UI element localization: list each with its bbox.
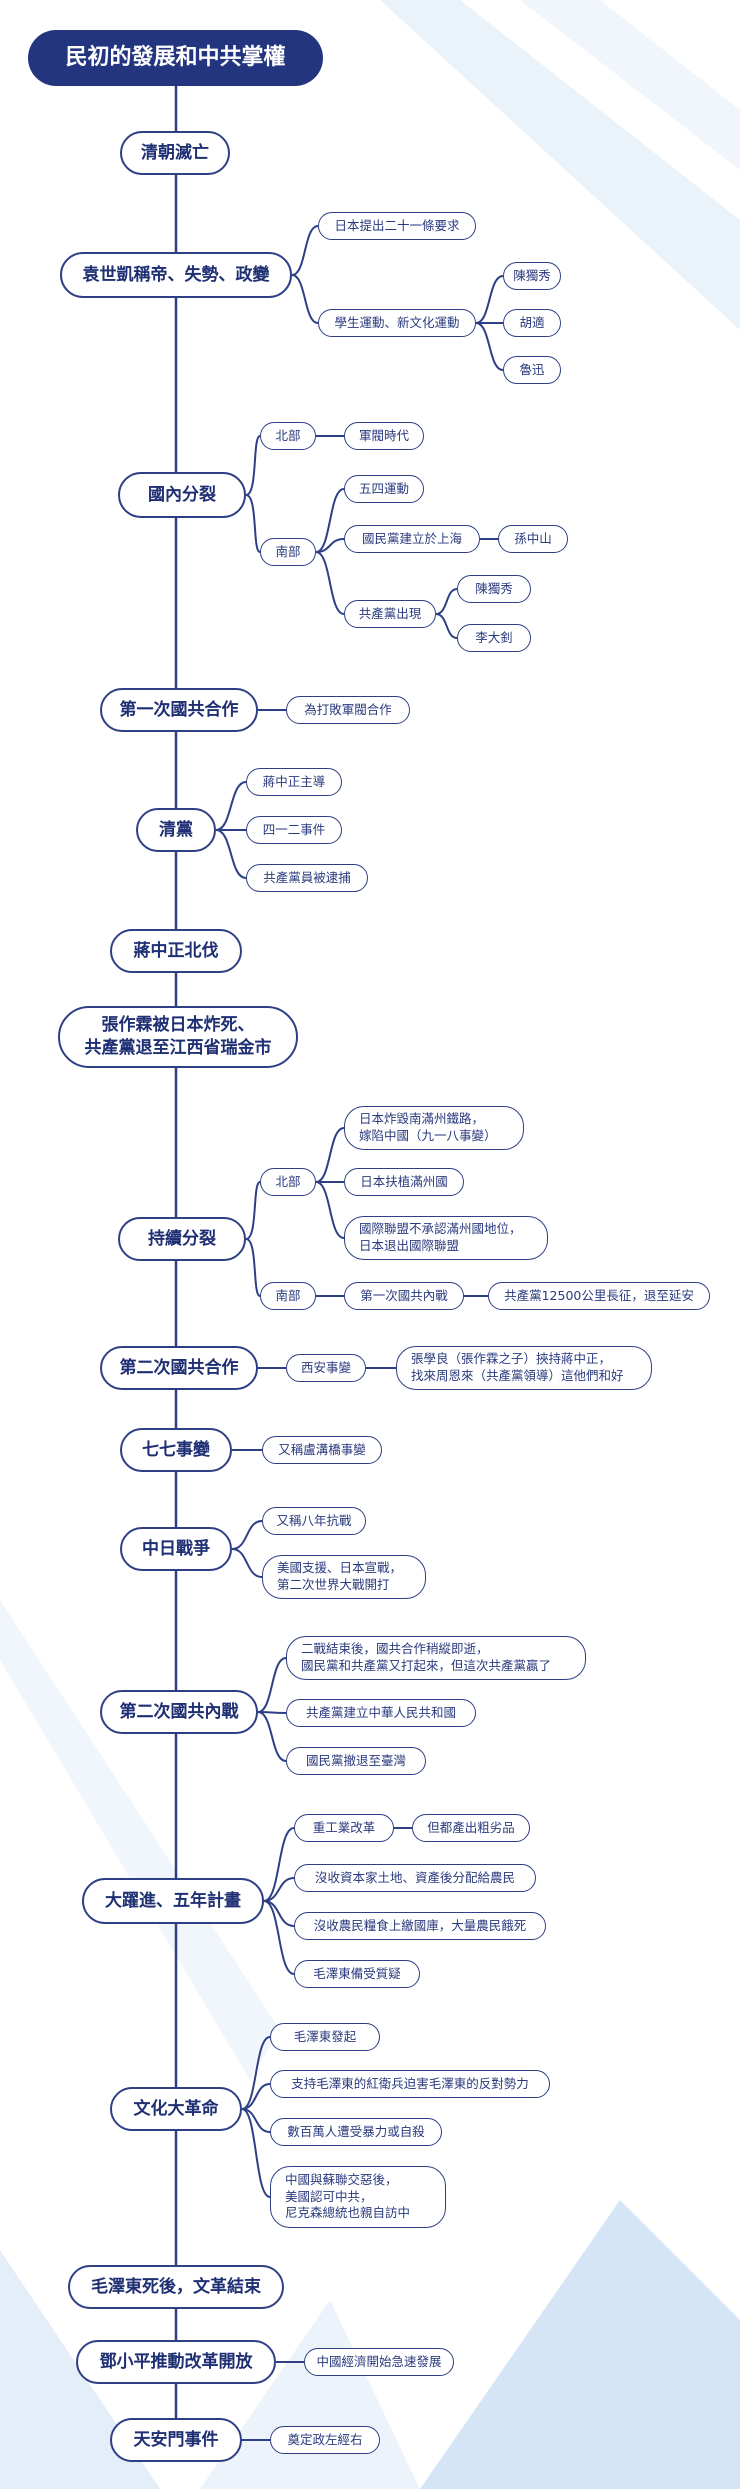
sub-topic-n2b2: 國民黨建立於上海 [344, 525, 480, 553]
sub-topic-n11b: 共產黨建立中華人民共和國 [286, 1699, 476, 1727]
connector-n7b [245, 1238, 261, 1297]
sub-topic-n13a: 毛澤東發起 [270, 2023, 380, 2051]
connector-n2b3 [315, 551, 345, 615]
sub-topic-n3a: 為打敗軍閥合作 [286, 696, 410, 724]
connector-n13a [241, 2036, 271, 2110]
connector-n2a [245, 435, 261, 496]
sub-topic-n2b: 南部 [260, 538, 316, 566]
main-topic-n7: 持續分裂 [118, 1217, 246, 1261]
connector-n1b3 [475, 322, 504, 371]
sub-topic-n12b: 沒收資本家土地、資產後分配給農民 [294, 1864, 536, 1892]
sub-topic-n15a: 中國經濟開始急速發展 [304, 2348, 454, 2376]
connector-n13b [241, 2083, 271, 2110]
connector-n2b3a [435, 588, 458, 615]
connector-n12a [263, 1827, 295, 1902]
sub-topic-n2b2a: 孫中山 [498, 525, 568, 553]
sub-topic-n1b2: 胡適 [503, 309, 561, 337]
sub-topic-n13c: 數百萬人遭受暴力或自殺 [270, 2118, 442, 2146]
sub-topic-n11c: 國民黨撤退至臺灣 [286, 1747, 426, 1775]
sub-topic-n16a: 奠定政左經右 [270, 2426, 380, 2454]
sub-topic-n12d: 毛澤東備受質疑 [294, 1960, 420, 1988]
sub-topic-n13d: 中國與蘇聯交惡後， 美國認可中共， 尼克森總統也親自訪中 [270, 2166, 446, 2228]
sub-topic-n1a: 日本提出二十一條要求 [318, 212, 476, 240]
connector-n12d [263, 1900, 295, 1975]
main-topic-n2: 國內分裂 [118, 472, 246, 518]
sub-topic-n10b: 美國支援、日本宣戰， 第二次世界大戰開打 [262, 1555, 426, 1599]
sub-topic-n2b1: 五四運動 [344, 475, 424, 503]
sub-topic-n1b3: 魯迅 [503, 356, 561, 384]
main-topic-n6: 張作霖被日本炸死、 共產黨退至江西省瑞金市 [58, 1006, 298, 1068]
main-topic-n0: 清朝滅亡 [120, 131, 230, 175]
connector-n4a [215, 781, 247, 831]
sub-topic-n7a: 北部 [260, 1168, 316, 1196]
connector-n10a [231, 1520, 263, 1550]
connector-n2b2 [315, 538, 345, 553]
connector-n13d [241, 2108, 271, 2198]
sub-topic-n2b3a: 陳獨秀 [457, 575, 531, 603]
connector-n11a [257, 1657, 287, 1713]
main-topic-n5: 蔣中正北伐 [110, 929, 242, 973]
sub-topic-n4b: 四一二事件 [246, 816, 342, 844]
main-topic-n15: 鄧小平推動改革開放 [76, 2340, 276, 2384]
main-topic-n10: 中日戰爭 [120, 1527, 232, 1571]
main-topic-n3: 第一次國共合作 [100, 688, 258, 732]
sub-topic-n2b3: 共產黨出現 [344, 600, 436, 628]
connector-n12c [263, 1900, 295, 1927]
sub-topic-n12a1: 但都產出粗劣品 [412, 1814, 530, 1842]
connector-n2b3b [435, 613, 458, 639]
connector-n1b [291, 274, 319, 324]
sub-topic-n7a1: 日本炸毀南滿州鐵路， 嫁陷中國（九一八事變） [344, 1106, 524, 1150]
sub-topic-n8a1: 張學良（張作霖之子）挾持蔣中正， 找來周恩來（共產黨領導）這他們和好 [396, 1346, 652, 1390]
map-title: 民初的發展和中共掌權 [28, 30, 323, 86]
connector-n7a [245, 1181, 261, 1240]
main-topic-n1: 袁世凱稱帝、失勢、政變 [60, 252, 292, 298]
sub-topic-n7b1a: 共產黨12500公里長征，退至延安 [488, 1282, 710, 1310]
sub-topic-n11a: 二戰結束後，國共合作稍縱即逝， 國民黨和共產黨又打起來，但這次共產黨贏了 [286, 1636, 586, 1680]
main-topic-n14: 毛澤東死後，文革結束 [68, 2265, 284, 2309]
sub-topic-n7b: 南部 [260, 1282, 316, 1310]
connector-n7a3 [315, 1181, 345, 1239]
sub-topic-n1b: 學生運動、新文化運動 [318, 309, 476, 337]
connector-n4c [215, 829, 247, 879]
sub-topic-n1b1: 陳獨秀 [503, 262, 561, 290]
sub-topic-n2a1: 軍閥時代 [344, 422, 424, 450]
main-topic-n9: 七七事變 [120, 1428, 232, 1472]
sub-topic-n8a: 西安事變 [286, 1354, 366, 1382]
sub-topic-n13b: 支持毛澤東的紅衛兵迫害毛澤東的反對勢力 [270, 2070, 550, 2098]
sub-topic-n2b3b: 李大釗 [457, 624, 531, 652]
sub-topic-n12a: 重工業改革 [294, 1814, 394, 1842]
connector-n1a [291, 225, 319, 276]
connector-n12b [263, 1877, 295, 1902]
main-topic-n8: 第二次國共合作 [100, 1346, 258, 1390]
sub-topic-n4c: 共產黨員被逮捕 [246, 864, 368, 892]
connector-n7a1 [315, 1127, 345, 1183]
main-topic-n13: 文化大革命 [110, 2087, 242, 2131]
sub-topic-n10a: 又稱八年抗戰 [262, 1507, 366, 1535]
connector-n2b [245, 494, 261, 553]
sub-topic-n7a2: 日本扶植滿州國 [344, 1168, 464, 1196]
sub-topic-n7b1: 第一次國共內戰 [344, 1282, 464, 1310]
connector-n1b1 [475, 275, 504, 324]
connector-n2b1 [315, 488, 345, 553]
sub-topic-n9a: 又稱盧溝橋事變 [262, 1436, 382, 1464]
sub-topic-n12c: 沒收農民糧食上繳國庫，大量農民餓死 [294, 1912, 546, 1940]
sub-topic-n4a: 蔣中正主導 [246, 768, 342, 796]
connector-n11c [257, 1711, 287, 1762]
main-topic-n11: 第二次國共內戰 [100, 1690, 258, 1734]
main-topic-n16: 天安門事件 [110, 2418, 242, 2462]
sub-topic-n2a: 北部 [260, 422, 316, 450]
main-topic-n4: 清黨 [136, 808, 216, 852]
connector-n10b [231, 1548, 263, 1578]
sub-topic-n7a3: 國際聯盟不承認滿州國地位， 日本退出國際聯盟 [344, 1216, 548, 1260]
main-topic-n12: 大躍進、五年計畫 [82, 1878, 264, 1924]
